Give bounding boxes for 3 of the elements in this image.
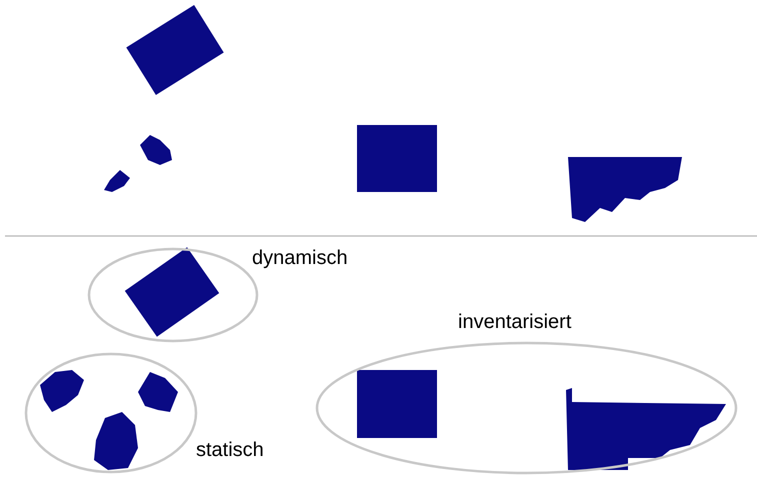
group-label: dynamisch xyxy=(252,246,348,270)
group-label: statisch xyxy=(196,438,264,462)
group-label: inventarisiert xyxy=(458,310,572,334)
